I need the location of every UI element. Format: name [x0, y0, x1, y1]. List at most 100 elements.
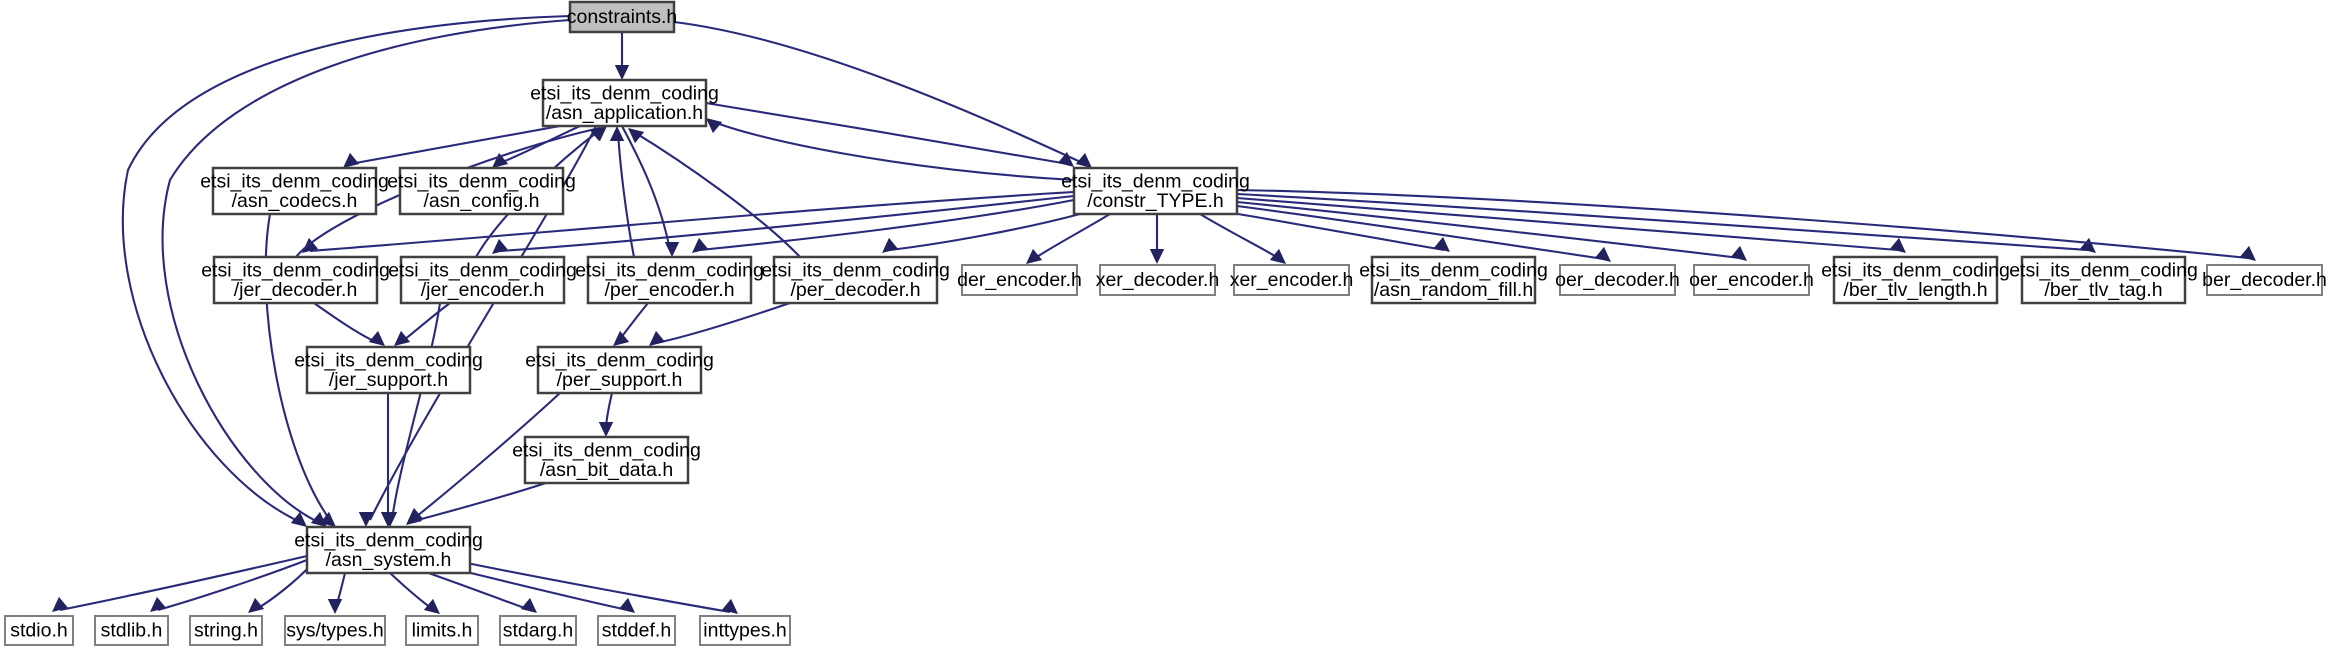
- node-per_support[interactable]: etsi_its_denm_coding/per_support.h: [525, 345, 714, 395]
- node-box[interactable]: [541, 78, 708, 128]
- node-label-line2: /constr_TYPE.h: [1087, 190, 1224, 212]
- node-box[interactable]: [399, 255, 566, 305]
- node-asn_bit_data[interactable]: etsi_its_denm_coding/asn_bit_data.h: [512, 435, 701, 485]
- node-asn_random_fill[interactable]: etsi_its_denm_coding/asn_random_fill.h: [1359, 255, 1548, 305]
- node-label-line1: limits.h: [412, 620, 473, 642]
- node-box[interactable]: [398, 166, 565, 216]
- node-label-line2: /jer_decoder.h: [234, 279, 358, 301]
- nodes-layer: constraints.h etsi_its_denm_coding/asn_ap…: [4, 0, 2326, 646]
- node-asn_application[interactable]: etsi_its_denm_coding/asn_application.h: [530, 78, 719, 128]
- node-label-line2: /per_support.h: [557, 369, 683, 391]
- node-box[interactable]: [1693, 264, 1810, 296]
- node-label-line2: /per_decoder.h: [790, 279, 920, 301]
- node-oer_decoder[interactable]: oer_decoder.h: [1555, 264, 1680, 296]
- node-constr_TYPE[interactable]: etsi_its_denm_coding/constr_TYPE.h: [1061, 166, 1250, 216]
- node-box[interactable]: [961, 264, 1078, 296]
- edge-line: [616, 131, 636, 258]
- node-box[interactable]: [536, 345, 703, 395]
- node-box[interactable]: [189, 615, 263, 646]
- node-label-line1: etsi_its_denm_coding: [294, 349, 483, 371]
- arrow-head-icon: [1026, 248, 1043, 264]
- node-box[interactable]: [1099, 264, 1216, 296]
- node-box[interactable]: [1370, 255, 1537, 305]
- node-box[interactable]: [305, 525, 472, 575]
- node-box[interactable]: [305, 345, 472, 395]
- arrow-head-icon: [423, 598, 440, 614]
- node-xer_encoder[interactable]: xer_encoder.h: [1230, 264, 1354, 296]
- node-box[interactable]: [211, 166, 378, 216]
- node-box[interactable]: [586, 255, 753, 305]
- edge-line: [309, 190, 1075, 253]
- node-inttypes[interactable]: inttypes.h: [699, 615, 791, 646]
- edge-constr_TYPE-to-ber_tlv_tag: [1236, 192, 2096, 253]
- node-jer_decoder[interactable]: etsi_its_denm_coding/jer_decoder.h: [201, 255, 390, 305]
- node-box[interactable]: [4, 615, 74, 646]
- edge-per_decoder-to-per_support: [649, 302, 791, 346]
- node-asn_codecs[interactable]: etsi_its_denm_coding/asn_codecs.h: [200, 166, 389, 216]
- node-limits[interactable]: limits.h: [405, 615, 479, 646]
- node-label-line1: stdarg.h: [503, 620, 573, 642]
- node-stdio[interactable]: stdio.h: [4, 615, 74, 646]
- edge-line: [633, 131, 801, 258]
- node-stdlib[interactable]: stdlib.h: [94, 615, 169, 646]
- arrow-head-icon: [1075, 152, 1092, 168]
- edge-asn_system-to-limits: [389, 572, 440, 614]
- node-label-line1: etsi_its_denm_coding: [1821, 259, 2010, 281]
- arrow-head-icon: [52, 596, 69, 612]
- node-per_encoder[interactable]: etsi_its_denm_coding/per_encoder.h: [575, 255, 764, 305]
- node-oer_encoder[interactable]: oer_encoder.h: [1689, 264, 1814, 296]
- node-box[interactable]: [699, 615, 791, 646]
- edge-line: [699, 198, 1075, 252]
- arrow-head-icon: [882, 237, 899, 253]
- edge-jer_encoder-to-asn_system: [382, 302, 442, 527]
- node-string[interactable]: string.h: [189, 615, 263, 646]
- node-box[interactable]: [499, 615, 577, 646]
- edge-line: [157, 559, 308, 612]
- arrow-head-icon: [394, 330, 411, 346]
- node-box[interactable]: [405, 615, 479, 646]
- node-xer_decoder[interactable]: xer_decoder.h: [1096, 264, 1220, 296]
- edge-asn_application-to-asn_system: [358, 125, 597, 527]
- node-ber_decoder[interactable]: ber_decoder.h: [2202, 264, 2326, 296]
- node-jer_encoder[interactable]: etsi_its_denm_coding/jer_encoder.h: [388, 255, 577, 305]
- node-label-line1: etsi_its_denm_coding: [525, 349, 714, 371]
- node-box[interactable]: [94, 615, 169, 646]
- node-box[interactable]: [568, 0, 676, 34]
- node-asn_config[interactable]: etsi_its_denm_coding/asn_config.h: [387, 166, 576, 216]
- edge-constr_TYPE-to-asn_random_fill: [1225, 210, 1450, 252]
- node-box[interactable]: [1072, 166, 1239, 216]
- node-ber_tlv_tag[interactable]: etsi_its_denm_coding/ber_tlv_tag.h: [2009, 255, 2198, 305]
- edge-line: [389, 572, 435, 611]
- node-label-line1: etsi_its_denm_coding: [201, 259, 390, 281]
- node-box[interactable]: [284, 615, 386, 646]
- node-constraints[interactable]: constraints.h: [567, 0, 678, 34]
- node-label-line1: der_encoder.h: [957, 269, 1082, 291]
- node-box[interactable]: [1233, 264, 1350, 296]
- node-label-line1: etsi_its_denm_coding: [761, 259, 950, 281]
- edge-line: [1225, 210, 1445, 252]
- node-per_decoder[interactable]: etsi_its_denm_coding/per_decoder.h: [761, 255, 950, 305]
- edge-per_encoder-to-per_support: [613, 302, 649, 346]
- edge-line: [1199, 213, 1281, 260]
- node-jer_support[interactable]: etsi_its_denm_coding/jer_support.h: [294, 345, 483, 395]
- node-asn_system[interactable]: etsi_its_denm_coding/asn_system.h: [294, 525, 483, 575]
- node-box[interactable]: [1559, 264, 1676, 296]
- node-box[interactable]: [2206, 264, 2323, 296]
- node-der_encoder[interactable]: der_encoder.h: [957, 264, 1082, 296]
- node-stddef[interactable]: stddef.h: [597, 615, 676, 646]
- node-box[interactable]: [212, 255, 379, 305]
- node-box[interactable]: [523, 435, 690, 485]
- node-box[interactable]: [2020, 255, 2187, 305]
- edge-constraints-to-constr_TYPE: [673, 20, 1092, 168]
- arrow-head-icon: [380, 512, 396, 527]
- node-box[interactable]: [1832, 255, 1999, 305]
- node-box[interactable]: [772, 255, 939, 305]
- node-box[interactable]: [597, 615, 676, 646]
- node-ber_tlv_length[interactable]: etsi_its_denm_coding/ber_tlv_length.h: [1821, 255, 2010, 305]
- node-label-line1: etsi_its_denm_coding: [388, 259, 577, 281]
- edge-constr_TYPE-to-oer_decoder: [1236, 204, 1611, 262]
- node-label-line1: oer_encoder.h: [1689, 269, 1814, 291]
- arrow-head-icon: [1730, 245, 1747, 261]
- node-stdarg[interactable]: stdarg.h: [499, 615, 577, 646]
- node-systypes[interactable]: sys/types.h: [284, 615, 386, 646]
